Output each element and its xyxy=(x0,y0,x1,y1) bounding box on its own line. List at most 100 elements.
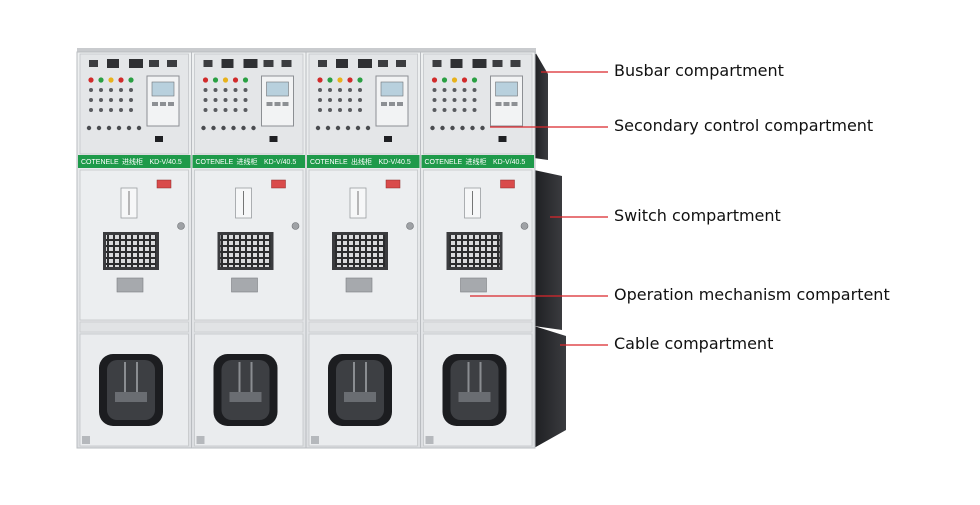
warning-label xyxy=(156,179,172,189)
indicator-light xyxy=(328,88,332,92)
hinge xyxy=(311,436,319,444)
nameplate-strip xyxy=(307,155,420,168)
indicator-light xyxy=(119,98,123,102)
indicator-light xyxy=(328,98,332,102)
indicator-light xyxy=(99,108,103,112)
relay-key xyxy=(495,102,502,106)
indicator-light xyxy=(89,98,93,102)
selector-switch xyxy=(126,125,132,131)
relay-key xyxy=(168,102,174,106)
control-socket xyxy=(498,136,507,142)
selector-switch xyxy=(136,125,142,131)
indicator-light xyxy=(128,77,134,83)
selector-switch xyxy=(201,125,206,131)
cabinet-model: KD-V/40.5 xyxy=(264,159,296,166)
hinge xyxy=(82,436,90,444)
relay-screen xyxy=(266,81,289,97)
indicator-light xyxy=(462,98,467,102)
selector-switch xyxy=(241,125,246,131)
indicator-light xyxy=(348,88,352,92)
relay-key xyxy=(381,102,387,106)
divider-band xyxy=(423,321,533,333)
cable-terminal xyxy=(344,392,376,402)
selector-switch xyxy=(335,125,341,131)
meter-small xyxy=(396,60,406,67)
selector-switch xyxy=(251,125,256,131)
indicator-light xyxy=(213,88,218,92)
meter-display xyxy=(336,59,348,68)
relay-key xyxy=(152,102,158,106)
meter-display xyxy=(107,59,119,68)
indicator-light xyxy=(129,88,133,92)
selector-switch xyxy=(86,125,92,131)
indicator-light xyxy=(327,77,333,83)
cabinet-brand: COTENELE xyxy=(425,159,463,166)
selector-switch xyxy=(106,125,112,131)
selector-switch xyxy=(450,125,455,131)
selector-switch xyxy=(430,125,435,131)
cabinet-side-lower xyxy=(534,326,566,448)
callout-label: Switch compartment xyxy=(614,206,781,225)
indicator-light xyxy=(462,88,467,92)
indicator-light xyxy=(129,108,133,112)
indicator-light xyxy=(442,88,447,92)
indicator-light xyxy=(213,108,218,112)
viewing-window-mesh xyxy=(220,235,271,267)
selector-switch xyxy=(231,125,236,131)
indicator-light xyxy=(108,77,114,83)
cable-terminal xyxy=(458,392,491,402)
viewing-window-mesh xyxy=(449,235,500,267)
indicator-light xyxy=(203,108,208,112)
indicator-light xyxy=(222,77,229,83)
indicator-light xyxy=(358,88,362,92)
indicator-light xyxy=(212,77,219,83)
control-socket xyxy=(384,136,392,142)
selector-switch xyxy=(315,125,321,131)
indicator-light xyxy=(213,98,218,102)
indicator-light xyxy=(233,108,238,112)
selector-switch xyxy=(480,125,485,131)
indicator-light xyxy=(471,77,478,83)
operation-plate xyxy=(345,277,373,293)
indicator-light xyxy=(357,77,363,83)
selector-switch xyxy=(96,125,102,131)
indicator-light xyxy=(109,98,113,102)
indicator-light xyxy=(233,88,238,92)
indicator-light xyxy=(472,98,477,102)
relay-screen xyxy=(380,81,404,97)
relay-key xyxy=(282,102,289,106)
cabinet-model: KD-V/40.5 xyxy=(493,159,525,166)
indicator-light xyxy=(348,98,352,102)
indicator-light xyxy=(233,98,238,102)
meter-small xyxy=(510,60,521,67)
cable-door xyxy=(79,333,189,447)
relay-key xyxy=(389,102,395,106)
indicator-light xyxy=(99,88,103,92)
indicator-light xyxy=(243,98,248,102)
indicator-light xyxy=(223,98,228,102)
indicator-light xyxy=(431,77,438,83)
indicator-light xyxy=(99,98,103,102)
selector-switch xyxy=(440,125,445,131)
indicator-light xyxy=(318,98,322,102)
indicator-light xyxy=(432,88,437,92)
indicator-light xyxy=(109,108,113,112)
door-lock xyxy=(520,222,529,230)
selector-switch xyxy=(116,125,122,131)
indicator-light xyxy=(441,77,448,83)
meter-display xyxy=(243,59,258,68)
indicator-light xyxy=(452,108,457,112)
cabinet-brand: COTENELE xyxy=(81,159,119,166)
indicator-light xyxy=(223,108,228,112)
callout-label: Secondary control compartment xyxy=(614,116,874,135)
meter-small xyxy=(432,60,442,67)
indicator-light xyxy=(88,77,94,83)
indicator-light xyxy=(432,98,437,102)
indicator-light xyxy=(89,88,93,92)
indicator-light xyxy=(338,108,342,112)
indicator-light xyxy=(461,77,468,83)
callout-lines xyxy=(470,71,608,346)
callout-label: Busbar compartment xyxy=(614,61,784,80)
